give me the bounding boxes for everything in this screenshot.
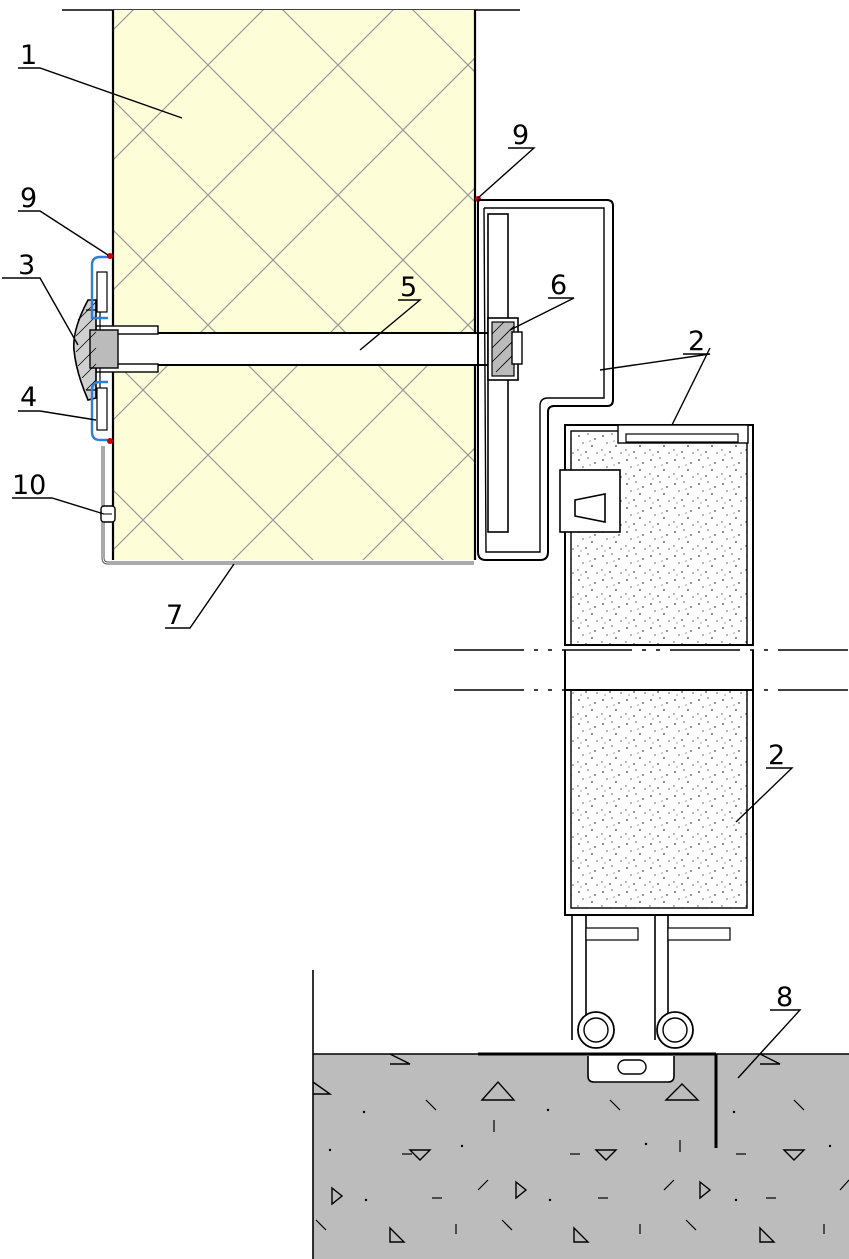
callout-10: 10 <box>12 470 46 501</box>
callout-3: 3 <box>18 250 35 281</box>
callout-1: 1 <box>20 40 37 71</box>
callout-2-bottom: 2 <box>768 740 785 771</box>
callout-labels: 1 2 2 3 4 5 6 7 8 9 9 10 <box>12 40 793 1013</box>
callout-5: 5 <box>400 272 417 303</box>
callout-9-left: 9 <box>20 183 37 214</box>
callout-6: 6 <box>550 270 567 301</box>
bottom-rollers <box>571 916 731 1049</box>
callout-9-right: 9 <box>512 120 529 151</box>
concrete-floor <box>312 970 849 1259</box>
door-leaf-lower <box>564 650 754 916</box>
callout-2-top: 2 <box>688 326 705 357</box>
door-leaf-upper <box>559 424 754 646</box>
bolt-head-cap <box>72 299 119 401</box>
sealing-gaskets <box>90 255 108 442</box>
callout-7: 7 <box>166 600 183 631</box>
rivet <box>100 505 116 523</box>
middle-break-lines <box>454 649 849 691</box>
leader-lines <box>2 67 802 1079</box>
through-bolt <box>95 325 494 373</box>
insulated-panel <box>111 10 477 560</box>
callout-8: 8 <box>776 982 793 1013</box>
callout-4: 4 <box>20 382 37 413</box>
bottom-flashing <box>101 446 474 565</box>
